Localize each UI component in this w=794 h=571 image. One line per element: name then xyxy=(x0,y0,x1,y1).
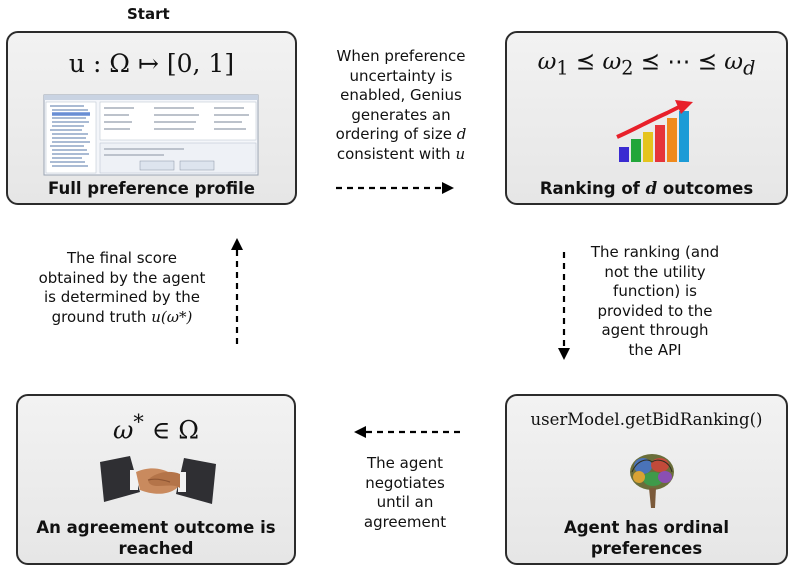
note-bottom-line: agreement xyxy=(363,512,447,531)
arrow-right xyxy=(336,182,454,194)
note-right-line: provided to the xyxy=(597,301,713,320)
full-preference-profile-box: u : Ω ↦ [0, 1] Full preference xyxy=(6,31,297,205)
full-preference-profile-caption: Full preference profile xyxy=(48,179,255,198)
note-right-line: not the utility xyxy=(604,262,706,281)
note-bottom-line: The agent xyxy=(367,454,443,472)
note-top-line: uncertainty is xyxy=(349,66,453,85)
note-top-line: enabled, Genius xyxy=(340,86,462,104)
ranking-outcomes-box: ω1 ⪯ ω2 ⪯ ⋯ ⪯ ωd Ranking of d outcomes xyxy=(505,31,788,205)
note-top-line: When preference xyxy=(336,47,466,65)
note-left-line: ground truth u(ω*) xyxy=(51,307,193,326)
note-top-line: consistent with u xyxy=(336,144,466,163)
note-top: When preference uncertainty is enabled, … xyxy=(306,47,496,164)
note-right-line: the API xyxy=(628,340,682,359)
ordinal-preferences-box: userModel.getBidRanking() Agent has ordi… xyxy=(505,394,788,565)
note-right-line: The ranking (and xyxy=(590,243,720,261)
note-top-line: generates an xyxy=(351,105,451,124)
ranking-outcomes-caption: Ranking of d outcomes xyxy=(539,179,754,198)
note-bottom-line: negotiates xyxy=(365,473,445,492)
agreement-outcome-box: ω* ∈ Ω An agreement outcome is reached xyxy=(16,394,296,565)
screenshot-thumbnail-icon xyxy=(43,94,259,176)
brain-icon xyxy=(630,454,674,508)
note-bottom-line: until an xyxy=(376,493,434,511)
note-right-line: agent through xyxy=(601,321,709,339)
note-right: The ranking (and not the utility functio… xyxy=(578,243,732,360)
note-left: The final score obtained by the agent is… xyxy=(22,249,222,327)
api-call-label: userModel.getBidRanking() xyxy=(530,410,763,429)
note-right-line: function) is xyxy=(613,282,697,300)
agreement-outcome-caption: An agreement outcome is reached xyxy=(36,518,276,558)
note-left-line: obtained by the agent xyxy=(38,268,206,287)
utility-function-formula: u : Ω ↦ [0, 1] xyxy=(68,49,235,78)
arrow-down xyxy=(558,252,570,360)
arrow-up xyxy=(231,238,243,344)
arrow-left xyxy=(354,426,462,438)
agreement-formula: ω* ∈ Ω xyxy=(113,410,199,445)
ordinal-preferences-caption: Agent has ordinal preferences xyxy=(563,518,730,558)
bar-chart-icon xyxy=(616,100,693,162)
note-top-line: ordering of size d xyxy=(335,125,467,143)
note-left-line: The final score xyxy=(66,249,178,267)
handshake-icon xyxy=(100,456,216,504)
start-label: Start xyxy=(127,5,170,23)
note-bottom: The agent negotiates until an agreement xyxy=(350,454,460,532)
note-left-line: is determined by the xyxy=(43,288,201,306)
ranking-formula: ω1 ⪯ ω2 ⪯ ⋯ ⪯ ωd xyxy=(537,49,756,80)
